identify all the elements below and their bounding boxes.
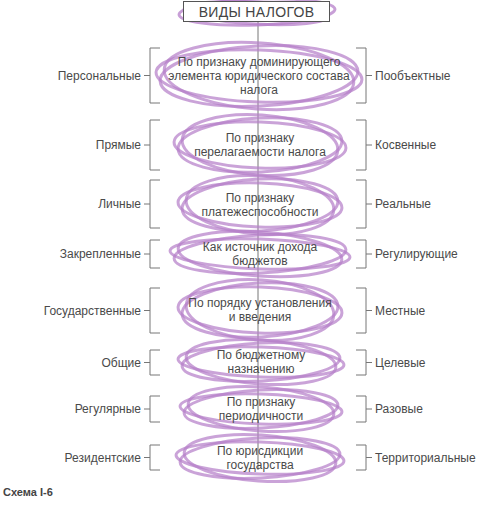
scribble-ring <box>170 236 351 272</box>
bracket-line <box>356 375 366 376</box>
criterion-oval: Как источник дохода бюджетов <box>172 236 348 272</box>
bracket-line <box>366 362 372 363</box>
bracket-line <box>144 310 150 311</box>
tax-type-label: Прямые <box>96 138 141 152</box>
tax-type-label: Государственные <box>44 304 141 318</box>
scribble-ring <box>175 439 344 477</box>
tax-type-label: Регулирующие <box>375 247 458 261</box>
bracket-line <box>356 180 366 181</box>
tax-type-label: Косвенные <box>375 138 436 152</box>
bracket-line <box>356 470 366 471</box>
criterion-oval: По бюджетному назначению <box>180 344 342 380</box>
criterion-oval: По признаку периодичности <box>182 391 340 427</box>
scribble-ring <box>173 119 347 171</box>
bracket-line <box>356 103 366 104</box>
bracket-line <box>356 445 366 446</box>
bracket-line <box>150 120 160 121</box>
bracket-line <box>356 422 366 423</box>
criterion-text: По признаку периодичности <box>182 395 340 423</box>
criterion-text: Как источник дохода бюджетов <box>172 240 348 268</box>
bracket-line <box>150 445 160 446</box>
bracket-line <box>150 422 160 423</box>
tax-type-label: Территориальные <box>375 451 476 465</box>
criterion-oval: По юрисдикции государства <box>178 439 342 477</box>
bracket-line <box>150 48 160 49</box>
tax-type-label: Персональные <box>58 69 141 83</box>
bracket-line <box>144 457 150 458</box>
bracket-line <box>356 120 366 121</box>
bracket-line <box>150 288 160 289</box>
bracket-line <box>150 180 160 181</box>
tax-type-label: Целевые <box>375 356 426 370</box>
bracket-line <box>144 204 150 205</box>
bracket-line <box>366 409 372 410</box>
tax-type-label: Регулярные <box>75 402 141 416</box>
bracket-line <box>366 457 372 458</box>
bracket-line <box>144 362 150 363</box>
bracket-line <box>144 145 150 146</box>
criterion-text: По юрисдикции государства <box>178 444 342 472</box>
scribble-ring <box>178 344 345 380</box>
tax-type-label: Личные <box>98 197 141 211</box>
scribble-ring <box>177 284 343 336</box>
bracket-line <box>150 396 160 397</box>
bracket-line <box>366 310 372 311</box>
bracket-line <box>356 240 366 241</box>
brackets <box>144 48 372 470</box>
bracket-line <box>144 409 150 410</box>
criterion-oval: По порядку установления и введения <box>180 284 340 336</box>
bracket-line <box>356 170 366 171</box>
bracket-line <box>150 103 160 104</box>
tax-type-label: Общие <box>102 356 141 370</box>
bracket-line <box>356 48 366 49</box>
tax-type-label: Местные <box>375 304 425 318</box>
bracket-line <box>150 350 160 351</box>
bracket-line <box>356 288 366 289</box>
bracket-line <box>356 350 366 351</box>
bracket-line <box>366 75 372 76</box>
bracket-line <box>366 254 372 255</box>
bracket-line <box>150 240 160 241</box>
bracket-line <box>356 396 366 397</box>
bracket-line <box>150 170 160 171</box>
scribble-ring <box>177 180 342 230</box>
criterion-oval: По признаку доминирующего элемента юриди… <box>158 47 360 105</box>
figure-caption: Схема I-6 <box>3 486 53 498</box>
bracket-line <box>150 333 160 334</box>
bracket-line <box>366 145 372 146</box>
tax-type-label: Разовые <box>375 402 423 416</box>
scribble-ring <box>155 46 363 105</box>
bracket-line <box>356 228 366 229</box>
bracket-line <box>150 470 160 471</box>
tax-type-label: Резидентские <box>65 451 141 465</box>
tax-type-label: Реальные <box>375 197 431 211</box>
title-scribble <box>179 0 336 28</box>
bracket-line <box>150 268 160 269</box>
criterion-text: По признаку платежеспособности <box>180 191 340 219</box>
bracket-line <box>144 75 150 76</box>
criterion-text: По признаку доминирующего элемента юриди… <box>158 55 360 97</box>
bracket-line <box>356 268 366 269</box>
criterion-oval: По признаку платежеспособности <box>180 180 340 230</box>
bracket-line <box>366 204 372 205</box>
tax-type-label: Пообъектные <box>375 69 450 83</box>
title-box: ВИДЫ НАЛОГОВ <box>183 1 330 22</box>
bracket-line <box>150 375 160 376</box>
tax-type-label: Закрепленные <box>60 247 141 261</box>
criterion-text: По порядку установления и введения <box>180 296 340 324</box>
criterion-oval: По признаку перелагаемости налога <box>176 119 344 171</box>
criterion-text: По бюджетному назначению <box>180 348 342 376</box>
scribble-ring <box>180 391 343 427</box>
bracket-line <box>144 254 150 255</box>
criterion-text: По признаку перелагаемости налога <box>176 131 344 159</box>
bracket-line <box>356 333 366 334</box>
bracket-line <box>150 228 160 229</box>
